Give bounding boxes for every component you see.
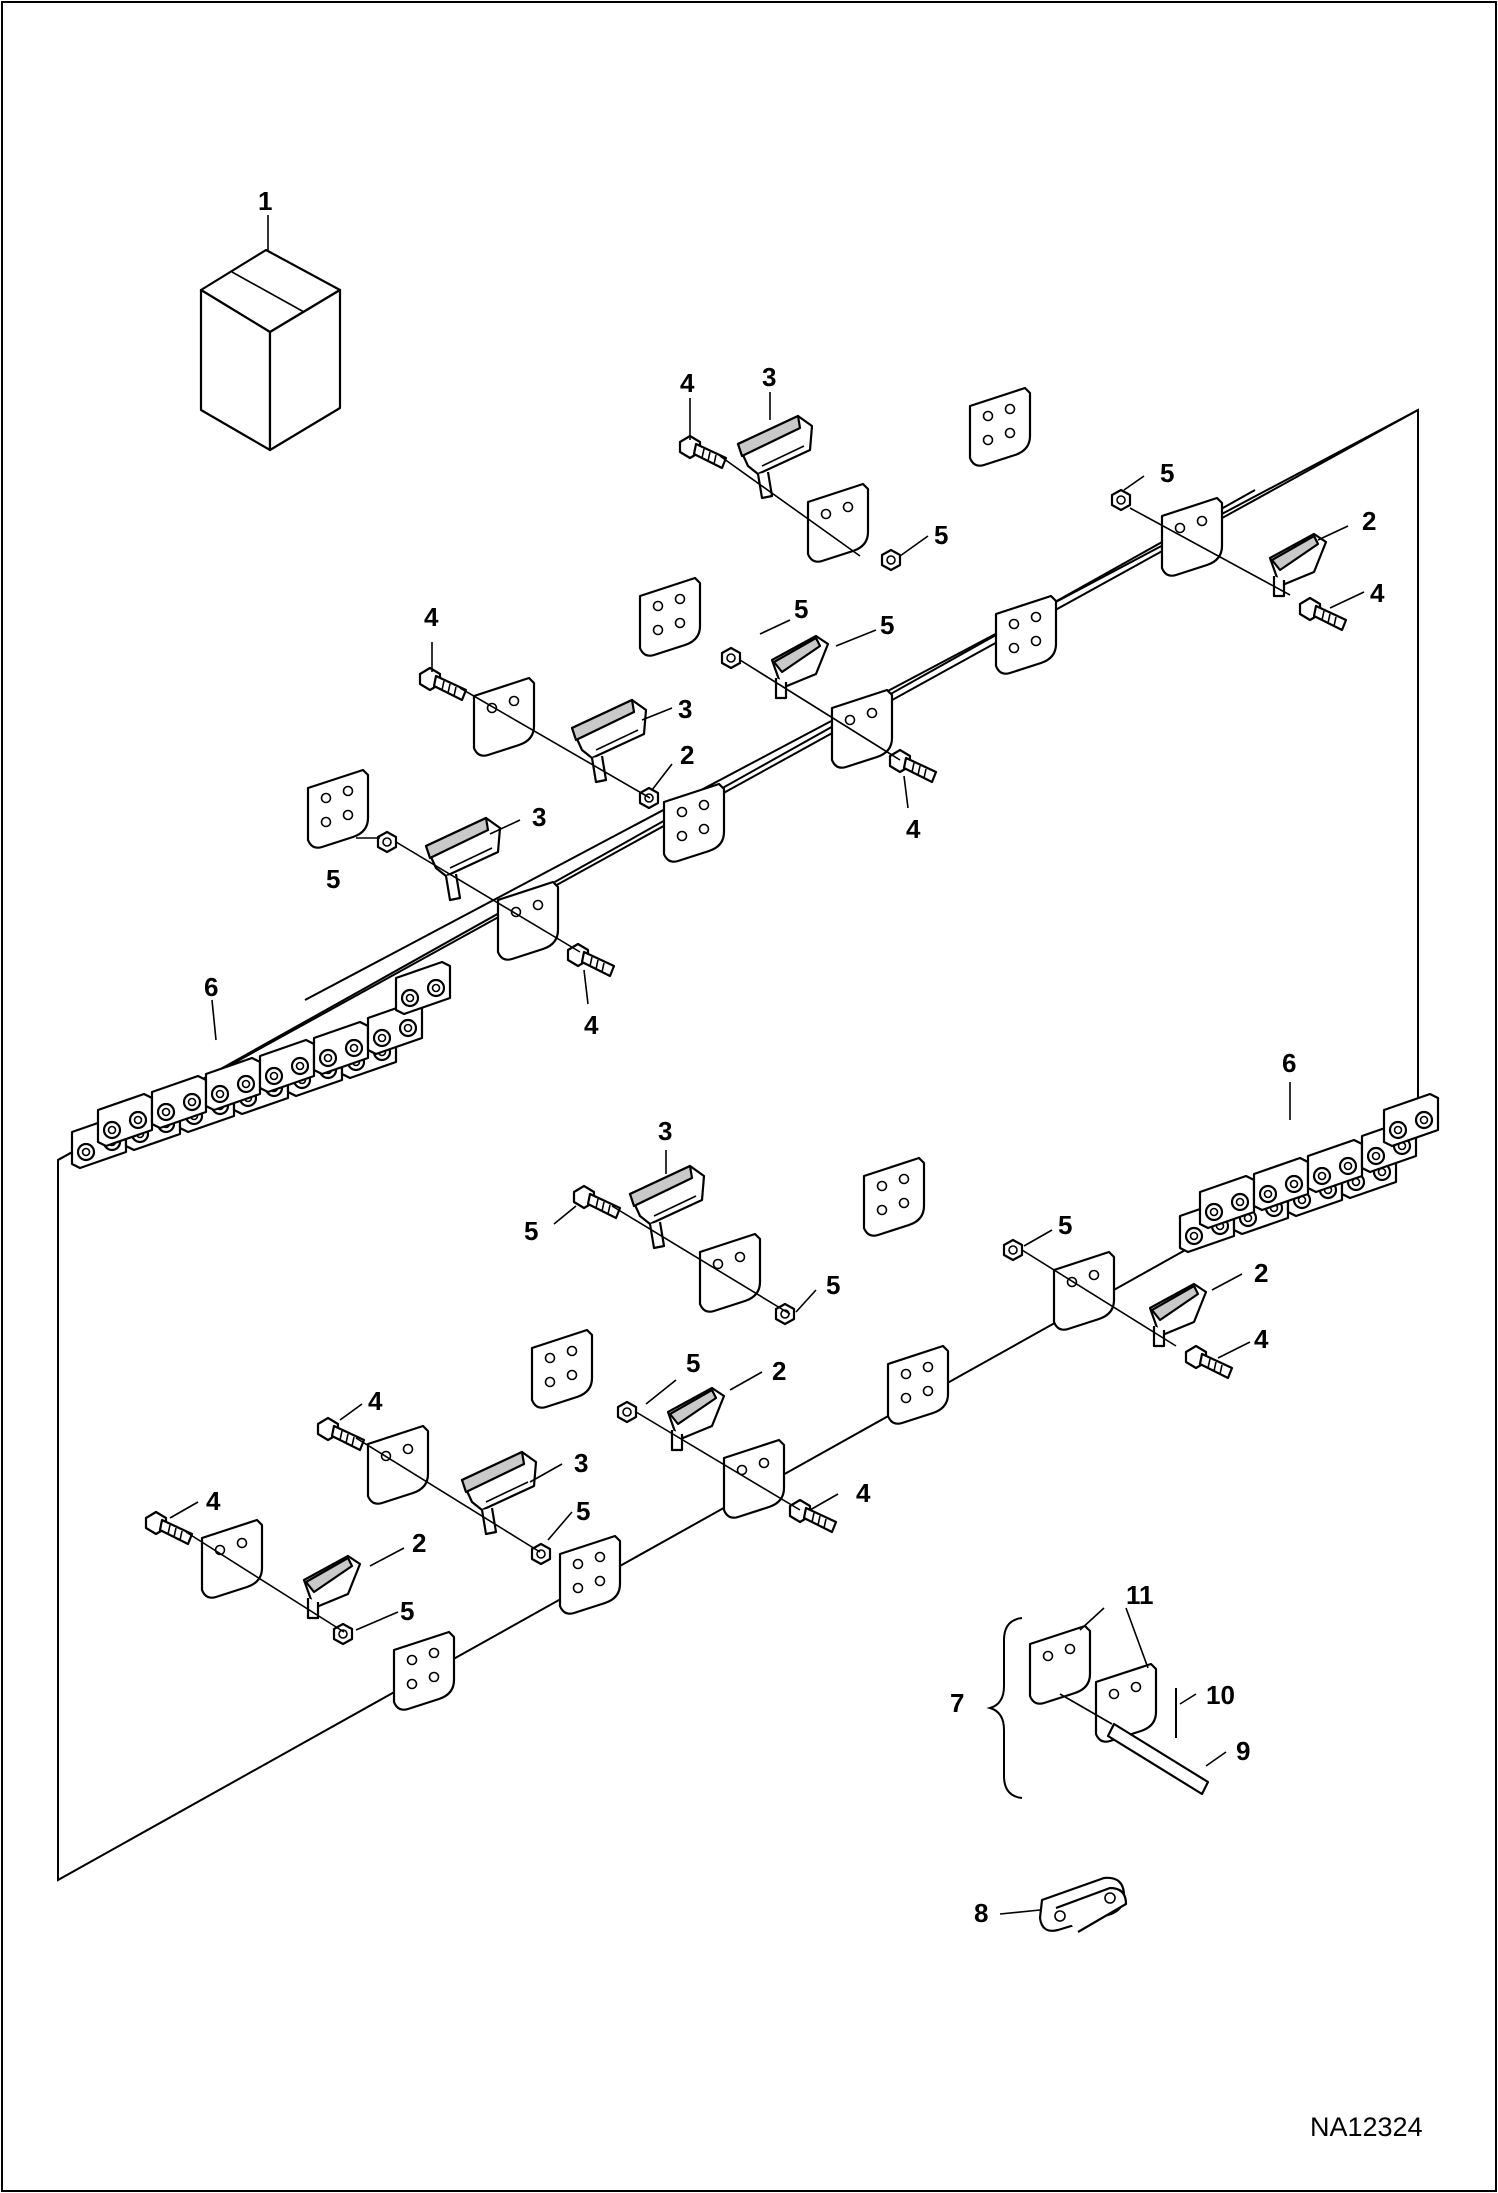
cutter-bracket <box>770 634 830 700</box>
callout-label: 4 <box>906 814 921 844</box>
callout-label: 5 <box>524 1216 538 1246</box>
side-plate <box>306 768 370 849</box>
side-plate <box>638 576 702 657</box>
bolt <box>418 666 468 702</box>
side-plate <box>392 1630 456 1711</box>
callout-label: 5 <box>1058 1210 1072 1240</box>
lower-assembly-frame <box>57 408 1419 1882</box>
figure-id: NA12324 <box>1310 2112 1423 2142</box>
callout-label: 4 <box>368 1386 383 1416</box>
cutter-bracket <box>424 816 502 902</box>
offset-link <box>1038 1876 1128 1933</box>
callout-label: 9 <box>1236 1736 1250 1766</box>
callout-label: 6 <box>1282 1048 1296 1078</box>
nut <box>376 830 398 854</box>
callout-label: 4 <box>206 1486 221 1516</box>
callout-label: 4 <box>584 1010 599 1040</box>
side-plate <box>662 782 726 863</box>
cutter-bracket <box>628 1164 706 1250</box>
callout-labels: 1 3 4 5 5 2 4 4 3 5 5 2 4 3 5 4 6 3 5 5 … <box>204 186 1385 1928</box>
callout-label: 5 <box>934 520 948 550</box>
callout-label: 2 <box>680 740 694 770</box>
side-plate <box>1052 1250 1116 1331</box>
side-plate <box>830 688 894 769</box>
callout-label: 3 <box>678 694 692 724</box>
callout-label: 11 <box>1126 1580 1154 1610</box>
cutter-bracket <box>666 1386 726 1452</box>
bolt <box>1298 596 1348 632</box>
connector-link-group <box>986 1617 1210 1799</box>
callout-label: 2 <box>772 1356 786 1386</box>
side-plate <box>994 594 1058 675</box>
group-brace <box>986 1617 1023 1799</box>
side-plate <box>698 1232 762 1313</box>
callout-label: 5 <box>1160 458 1174 488</box>
bolt <box>572 1184 622 1220</box>
side-plate <box>968 386 1032 467</box>
chain-link <box>1382 1092 1440 1148</box>
callout-label: 5 <box>326 864 340 894</box>
callout-label: 2 <box>1254 1258 1268 1288</box>
callout-label: 4 <box>856 1478 871 1508</box>
callout-label: 2 <box>1362 506 1376 536</box>
callout-label: 5 <box>576 1496 590 1526</box>
bolt <box>1184 1344 1234 1380</box>
callout-label: 3 <box>762 362 776 392</box>
side-plate <box>1160 496 1224 577</box>
callout-label: 7 <box>950 1688 964 1718</box>
link-pin <box>1106 1722 1210 1796</box>
cutter-bracket <box>1148 1282 1208 1348</box>
side-plate <box>530 1328 594 1409</box>
side-plate <box>722 1438 786 1519</box>
leader-lines <box>169 215 1365 1915</box>
callout-label: 5 <box>400 1596 414 1626</box>
callout-label: 2 <box>412 1528 426 1558</box>
upper-assembly <box>70 386 1348 1170</box>
side-plate <box>862 1156 926 1237</box>
nut <box>880 548 902 572</box>
bolt <box>144 1510 194 1546</box>
cutter-bracket <box>736 414 814 500</box>
callout-label: 5 <box>794 594 808 624</box>
link-plate <box>1028 1624 1092 1705</box>
nut <box>1110 488 1132 512</box>
cutter-bracket <box>460 1450 538 1536</box>
cutter-bracket <box>1268 532 1328 598</box>
callout-label: 4 <box>424 602 439 632</box>
cutter-bracket <box>302 1554 362 1620</box>
callout-label: 4 <box>1370 578 1385 608</box>
callout-label: 5 <box>826 1270 840 1300</box>
bolt <box>888 748 938 784</box>
side-plate <box>558 1534 622 1615</box>
nut <box>530 1542 552 1566</box>
nut <box>1002 1238 1024 1262</box>
callout-label: 3 <box>532 802 546 832</box>
callout-label: 6 <box>204 972 218 1002</box>
callout-label: 4 <box>680 368 695 398</box>
side-plate <box>886 1344 950 1425</box>
callout-label: 5 <box>880 610 894 640</box>
lower-assembly <box>144 1092 1440 1711</box>
cutter-bracket <box>570 698 648 784</box>
callout-label: 8 <box>974 1898 988 1928</box>
bolt <box>316 1416 366 1452</box>
bolt <box>678 434 728 470</box>
callout-label: 3 <box>574 1448 588 1478</box>
callout-label: 3 <box>658 1116 672 1146</box>
callout-label: 4 <box>1254 1324 1269 1354</box>
bolt <box>788 1498 838 1534</box>
side-plate <box>806 482 870 563</box>
callout-label: 5 <box>686 1348 700 1378</box>
kit-box <box>199 248 342 452</box>
nut <box>720 646 742 670</box>
nut <box>616 1400 638 1424</box>
link-plate <box>1094 1662 1158 1743</box>
side-plate <box>200 1518 264 1599</box>
side-plate <box>472 676 536 757</box>
callout-label: 10 <box>1206 1680 1235 1710</box>
callout-label: 1 <box>258 186 272 216</box>
